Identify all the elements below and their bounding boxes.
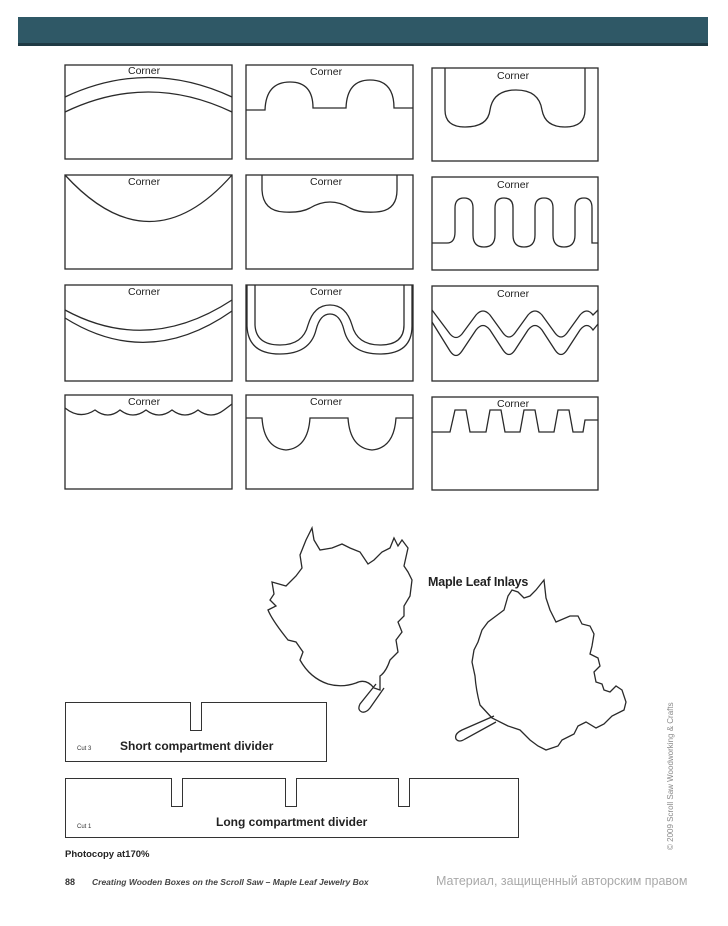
corner-label: Corner — [310, 396, 343, 408]
corner-label: Corner — [497, 398, 530, 410]
long-divider-notch-3 — [398, 778, 410, 807]
panel-6: Corner — [431, 176, 599, 271]
panel-8: Corner — [245, 284, 414, 382]
photocopy-note: Photocopy at170% — [65, 849, 150, 860]
panel-1: Corner — [64, 64, 233, 160]
header-bar-shadow — [18, 43, 708, 46]
corner-label: Corner — [497, 70, 530, 82]
long-divider-notch-1 — [171, 778, 183, 807]
corner-label: Corner — [128, 396, 161, 408]
panel-2: Corner — [245, 64, 414, 160]
long-divider-notch-2 — [285, 778, 297, 807]
corner-label: Corner — [310, 66, 343, 78]
panel-9: Corner — [431, 285, 599, 382]
page-number: 88 — [65, 877, 76, 887]
short-divider-notch-cover — [191, 701, 201, 704]
copyright-vertical: © 2009 Scroll Saw Woodworking & Crafts — [666, 702, 675, 850]
header-bar — [18, 17, 708, 43]
panel-7: Corner — [64, 284, 233, 382]
panel-3: Corner — [431, 67, 599, 162]
corner-label: Corner — [310, 286, 343, 298]
copyright-watermark: Материал, защищенный авторским правом — [436, 874, 688, 888]
maple-leaf-right — [471, 578, 627, 751]
corner-label: Corner — [128, 176, 161, 188]
cut-label-short: Cut 3 — [77, 746, 92, 752]
maple-leaf-left-stem — [358, 683, 385, 713]
corner-label: Corner — [310, 176, 343, 188]
notch-cover-2 — [286, 777, 296, 780]
long-divider-label: Long compartment divider — [216, 815, 368, 829]
corner-label: Corner — [128, 65, 161, 77]
notch-cover-1 — [172, 777, 182, 780]
panel-12: Corner — [431, 396, 599, 491]
corner-label: Corner — [128, 286, 161, 298]
maple-leaf-right-stem — [454, 715, 497, 742]
maple-leaf-left — [267, 525, 413, 691]
corner-label: Corner — [497, 179, 530, 191]
panel-4: Corner — [64, 174, 233, 270]
footer-title: Creating Wooden Boxes on the Scroll Saw … — [92, 877, 369, 887]
short-divider-label: Short compartment divider — [120, 739, 274, 753]
panel-5: Corner — [245, 174, 414, 270]
cut-label-long: Cut 1 — [77, 824, 92, 830]
short-divider-notch — [190, 702, 202, 731]
leaf-title: Maple Leaf Inlays — [428, 575, 529, 589]
notch-cover-3 — [399, 777, 409, 780]
panel-10: Corner — [64, 394, 233, 490]
panel-11: Corner — [245, 394, 414, 490]
corner-label: Corner — [497, 288, 530, 300]
